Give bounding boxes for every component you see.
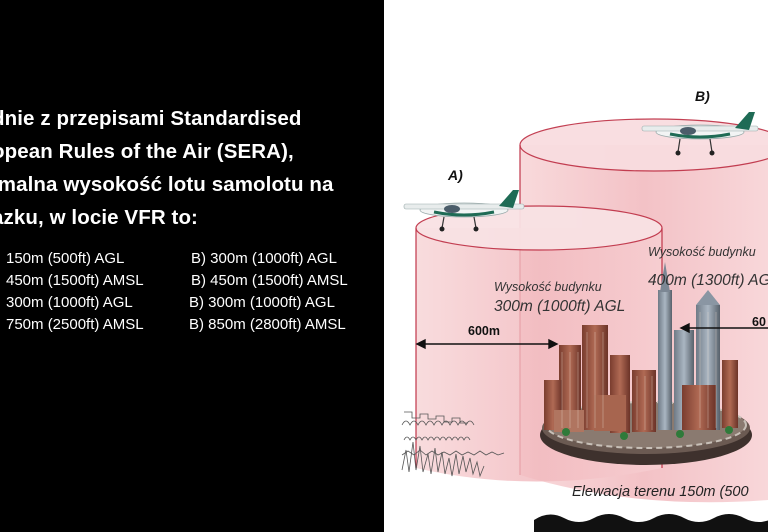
building-a-caption: Wysokość budynku <box>494 280 602 294</box>
answer-b-2: B) 450m (1500ft) AMSL <box>191 272 348 289</box>
radius-arrow-a <box>415 338 559 350</box>
terrain-elevation-label: Elewacja terenu 150m (500 <box>572 484 749 500</box>
answer-b-4: B) 850m (2800ft) AMSL <box>189 316 346 333</box>
answer-b-1: B) 300m (1000ft) AGL <box>191 250 337 267</box>
city-buildings <box>544 262 738 440</box>
airplane-a-icon <box>403 190 525 232</box>
question-line-3: imalna wysokość lotu samolotu na <box>0 173 334 196</box>
radius-b-label: 60 <box>752 315 766 329</box>
illustration-panel: A) B) Wysokość budynku 300m (1000ft) AGL… <box>384 0 768 532</box>
question-line-1: dnie z przepisami Standardised <box>0 107 302 130</box>
answer-a-4: 750m (2500ft) AMSL <box>6 316 144 333</box>
radius-arrow-b <box>679 322 768 334</box>
answer-a-3: 300m (1000ft) AGL <box>6 294 133 311</box>
airplane-b-icon <box>641 112 759 156</box>
answer-a-2: 450m (1500ft) AMSL <box>6 272 144 289</box>
building-b-caption: Wysokość budynku <box>648 245 756 259</box>
airspace-illustration <box>401 112 768 532</box>
answer-b-3: B) 300m (1000ft) AGL <box>189 294 335 311</box>
crowd-sketch <box>401 411 505 478</box>
label-b: B) <box>695 88 710 104</box>
answer-a-1: 150m (500ft) AGL <box>6 250 125 267</box>
building-a-height: 300m (1000ft) AGL <box>494 298 626 315</box>
building-b-height: 400m (1300ft) AG <box>648 272 768 289</box>
radius-a-label: 600m <box>468 324 500 338</box>
question-panel: dnie z przepisami Standardised opean Rul… <box>0 107 348 333</box>
question-line-2: opean Rules of the Air (SERA), <box>0 140 294 163</box>
terrain-line <box>534 514 768 532</box>
question-line-4: azku, w locie VFR to: <box>0 206 198 229</box>
label-a: A) <box>448 167 463 183</box>
